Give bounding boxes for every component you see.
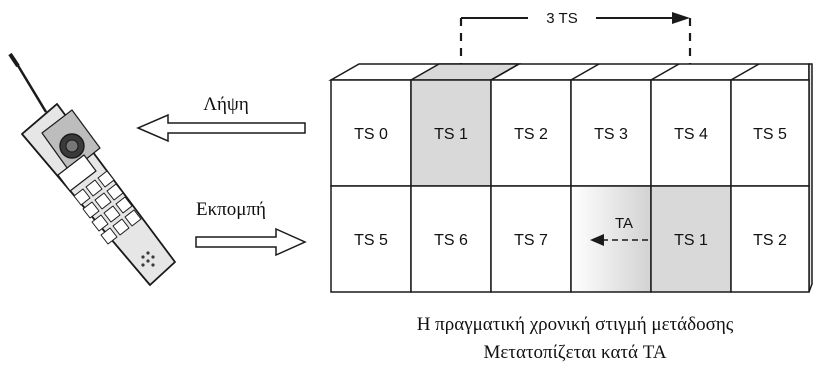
- tx-label: TS 7: [514, 232, 548, 249]
- receive-arrow: [136, 113, 306, 143]
- tx-cell: [330, 185, 412, 293]
- tx-label: TS 6: [434, 232, 468, 249]
- rx-cell: [650, 79, 732, 187]
- caption-line-1: Η πραγματική χρονική στιγμή μετάδοσης: [417, 314, 734, 335]
- tx-cell: [730, 185, 810, 293]
- transmit-arrow: [195, 227, 307, 257]
- rx-label: TS 5: [753, 126, 787, 143]
- tx-cell-highlight: [650, 185, 732, 293]
- tx-cell: [490, 185, 572, 293]
- tx-label: TS 2: [753, 232, 787, 249]
- rx-label: TS 1: [434, 126, 468, 143]
- rx-label: TS 2: [514, 126, 548, 143]
- timeslot-block-top: [328, 63, 810, 81]
- offset-label: 3 TS: [546, 10, 577, 27]
- tx-cell: [410, 185, 492, 293]
- tx-cell-ta-shift: [570, 185, 652, 293]
- caption-line-2: Μετατοπίζεται κατά TA: [483, 342, 666, 363]
- ta-arrow: [590, 234, 648, 246]
- transmit-label: Εκπομπή: [196, 199, 266, 220]
- receive-label: Λήψη: [203, 94, 249, 115]
- transmit-row: [330, 185, 810, 293]
- rx-label: TS 4: [674, 126, 708, 143]
- rx-label: TS 3: [594, 126, 628, 143]
- rx-cell: [730, 79, 810, 187]
- tx-label: TS 5: [354, 232, 388, 249]
- mobile-phone-icon: [8, 52, 176, 286]
- receive-row: [330, 79, 810, 187]
- tx-label: TS 1: [674, 232, 708, 249]
- rx-label: TS 0: [354, 126, 388, 143]
- ta-label: TA: [615, 215, 633, 232]
